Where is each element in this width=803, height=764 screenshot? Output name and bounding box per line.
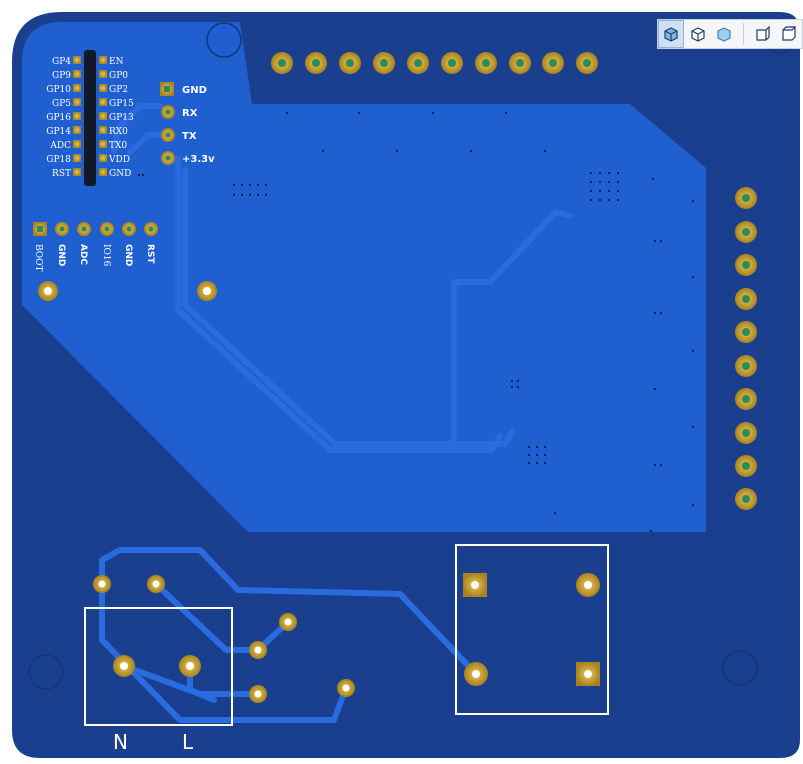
view-right-icon bbox=[782, 25, 796, 41]
toolbar-separator bbox=[742, 23, 744, 45]
header-right-label: TX0 bbox=[109, 141, 127, 151]
small-vias bbox=[138, 112, 694, 532]
header-left-label: GP18 bbox=[46, 155, 71, 165]
view-front-icon bbox=[690, 27, 705, 42]
relay-outline bbox=[455, 544, 609, 715]
view-iso-icon bbox=[664, 27, 678, 42]
header-right-label: EN bbox=[109, 57, 124, 67]
header-left-label: RST bbox=[52, 169, 71, 179]
uart-label-3v3: +3.3v bbox=[182, 154, 215, 165]
silkscreen-boxes bbox=[84, 544, 609, 726]
header-right-label: RX0 bbox=[109, 127, 128, 137]
uart-label-tx: TX bbox=[182, 131, 197, 142]
uart-labels: GND RX TX +3.3v bbox=[182, 85, 215, 165]
header-left-label: GP5 bbox=[52, 99, 71, 109]
esp-header bbox=[73, 50, 107, 186]
header-left-label: GP14 bbox=[46, 127, 71, 137]
header-left-label: GP9 bbox=[52, 71, 71, 81]
uart-pads bbox=[160, 82, 175, 165]
label-adc: ADC bbox=[78, 244, 88, 265]
traces bbox=[99, 103, 573, 723]
boot-header-pads bbox=[33, 222, 158, 236]
view-left-icon bbox=[756, 25, 770, 41]
label-io16: IO16 bbox=[101, 244, 111, 267]
large-vias bbox=[38, 281, 217, 301]
label-gnd: GND bbox=[56, 244, 66, 266]
view-top-icon bbox=[717, 27, 731, 42]
header-left-label: GP4 bbox=[52, 57, 71, 67]
label-live: L bbox=[182, 730, 194, 754]
boot-header-labels: BOOT GND ADC IO16 GND RST bbox=[33, 244, 155, 272]
terminal-block-outline bbox=[84, 607, 233, 726]
terminal-labels: N L bbox=[113, 730, 194, 754]
view-right-button[interactable] bbox=[776, 20, 802, 48]
header-left-label: GP16 bbox=[46, 113, 71, 123]
header-right-label: VDD bbox=[108, 155, 130, 165]
power-pads bbox=[93, 573, 600, 703]
view-left-button[interactable] bbox=[750, 20, 776, 48]
view-iso-button[interactable] bbox=[658, 20, 685, 48]
view-top-button[interactable] bbox=[711, 20, 737, 48]
header-right-label: GND bbox=[109, 169, 131, 179]
label-neutral: N bbox=[113, 730, 128, 754]
right-pin-column bbox=[735, 187, 757, 510]
label-rst: RST bbox=[145, 244, 155, 264]
copper-pour bbox=[22, 22, 706, 532]
header-left-labels: GP4 GP9 GP10 GP5 GP16 GP14 ADC GP18 RST bbox=[46, 57, 71, 179]
header-right-label: GP2 bbox=[109, 85, 128, 95]
header-right-label: GP13 bbox=[109, 113, 134, 123]
uart-label-rx: RX bbox=[182, 108, 198, 119]
header-left-label: GP10 bbox=[46, 85, 71, 95]
label-boot: BOOT bbox=[33, 244, 43, 272]
header-right-label: GP0 bbox=[109, 71, 128, 81]
label-gnd-2: GND bbox=[123, 244, 133, 266]
uart-label-gnd: GND bbox=[182, 85, 207, 96]
view-toolbar bbox=[657, 19, 803, 49]
view-front-button[interactable] bbox=[684, 20, 710, 48]
header-right-label: GP15 bbox=[109, 99, 134, 109]
header-right-labels: EN GP0 GP2 GP15 GP13 RX0 TX0 VDD GND bbox=[108, 57, 134, 179]
header-left-label: ADC bbox=[49, 141, 71, 151]
top-pin-row bbox=[271, 52, 598, 74]
